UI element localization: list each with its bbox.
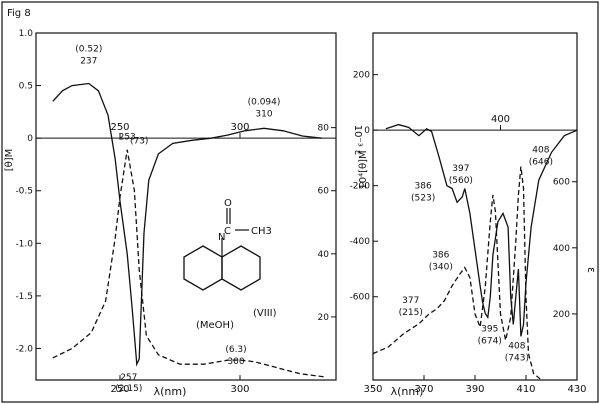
left-y-axis-label: [θ]M (4, 149, 15, 172)
figure-label: Fig 8 (7, 8, 31, 19)
y-right-tick-label: 40 (318, 250, 330, 260)
data-annotation: 310 (255, 109, 272, 119)
data-annotation: 300 (227, 357, 244, 367)
data-annotation: 377 (402, 296, 419, 306)
y-right-tick-label: 400 (553, 244, 570, 254)
data-annotation: 408 (508, 341, 525, 351)
right-y-axis-label: 10⁴[θ]M (358, 150, 369, 189)
x-top-tick-label: 300 (230, 122, 249, 133)
x-bottom-tick-label: 390 (465, 384, 484, 395)
data-annotation: 386 (415, 181, 432, 191)
y-left-tick-label: 0 (27, 134, 33, 144)
data-annotation: 408 (532, 146, 549, 156)
x-top-tick-label: 400 (491, 114, 510, 125)
y-left-tick-label: 0 (364, 126, 370, 136)
y-right-tick-label: 20 (318, 313, 330, 323)
structure-solvent: (MeOH) (196, 320, 234, 331)
data-annotation: (674) (478, 336, 502, 346)
data-annotation: (2.15) (115, 384, 142, 394)
right-panel-frame (372, 32, 578, 381)
right-y2-axis-label: ε (585, 267, 598, 273)
y-left-tick-label: -600 (350, 293, 371, 303)
y-right-tick-label: 200 (553, 310, 570, 320)
ring-right (221, 245, 261, 291)
left-y2-axis-label: 10⁻³ ε (352, 125, 363, 156)
y-right-tick-label: 60 (318, 187, 330, 197)
x-bottom-tick-label: 250 (110, 384, 129, 395)
data-annotation: 237 (80, 56, 97, 66)
left-panel-frame (35, 32, 337, 381)
data-annotation: (646) (529, 158, 553, 168)
structure-c: C (224, 226, 231, 237)
data-annotation: 257 (120, 373, 137, 383)
y-left-tick-label: -1.0 (15, 239, 33, 249)
ring-left (183, 245, 223, 291)
structure-n: N (218, 232, 225, 243)
data-annotation: (560) (449, 176, 473, 186)
cd-curve (385, 123, 578, 337)
y-left-tick-label: -0.5 (15, 187, 33, 197)
y-left-tick-label: 1.0 (19, 29, 34, 39)
absorption-curve (52, 149, 325, 378)
x-bottom-tick-label: 350 (363, 384, 382, 395)
right-plot-layer: 400 350 370 390 410 430 200 0 -200 -400 -600 600 400… (350, 71, 587, 395)
structure-inset: N C O CH3 (VIII) (MeOH) (183, 198, 277, 331)
y-left-tick-label: 200 (353, 71, 370, 81)
data-annotation: (215) (399, 308, 423, 318)
data-annotation: (0.094) (248, 97, 281, 107)
y-left-tick-label: -200 (350, 182, 371, 192)
data-annotation: (0.52) (75, 44, 102, 54)
x-bottom-tick-label: 410 (516, 384, 535, 395)
data-annotation: (743) (505, 353, 529, 363)
x-bottom-tick-label: 370 (414, 384, 433, 395)
structure-ch3: CH3 (251, 226, 272, 237)
x-bottom-tick-label: 430 (567, 384, 586, 395)
left-x-axis-label: λ(nm) (154, 385, 187, 398)
y-left-tick-label: 0.5 (19, 82, 33, 92)
structure-name: (VIII) (253, 308, 277, 319)
data-annotation: 386 (432, 251, 449, 261)
structure-o: O (224, 198, 232, 209)
data-annotation: 397 (452, 164, 469, 174)
y-right-tick-label: 80 (318, 124, 330, 134)
data-annotation: (340) (429, 263, 453, 273)
y-left-tick-label: -1.5 (15, 292, 33, 302)
absorption-curve (372, 166, 542, 381)
data-annotation: 395 (481, 324, 498, 334)
y-right-tick-label: 600 (553, 178, 570, 188)
data-annotation: (73) (130, 137, 148, 147)
y-left-tick-label: -2.0 (15, 344, 33, 354)
right-x-axis-label: λ(nm) (391, 385, 424, 398)
data-annotation: (523) (411, 193, 435, 203)
data-annotation: 253 (119, 133, 136, 143)
x-top-tick-label: 250 (110, 122, 129, 133)
y-left-tick-label: -400 (350, 237, 371, 247)
cd-curve (52, 82, 322, 367)
x-bottom-tick-label: 300 (230, 384, 249, 395)
data-annotation: (6.3) (225, 345, 246, 355)
left-plot-layer: 250 300 250 300 1.0 0.5 0 -0.5 -1.0 -1.5 -2.0 80 60 4… (15, 29, 336, 395)
